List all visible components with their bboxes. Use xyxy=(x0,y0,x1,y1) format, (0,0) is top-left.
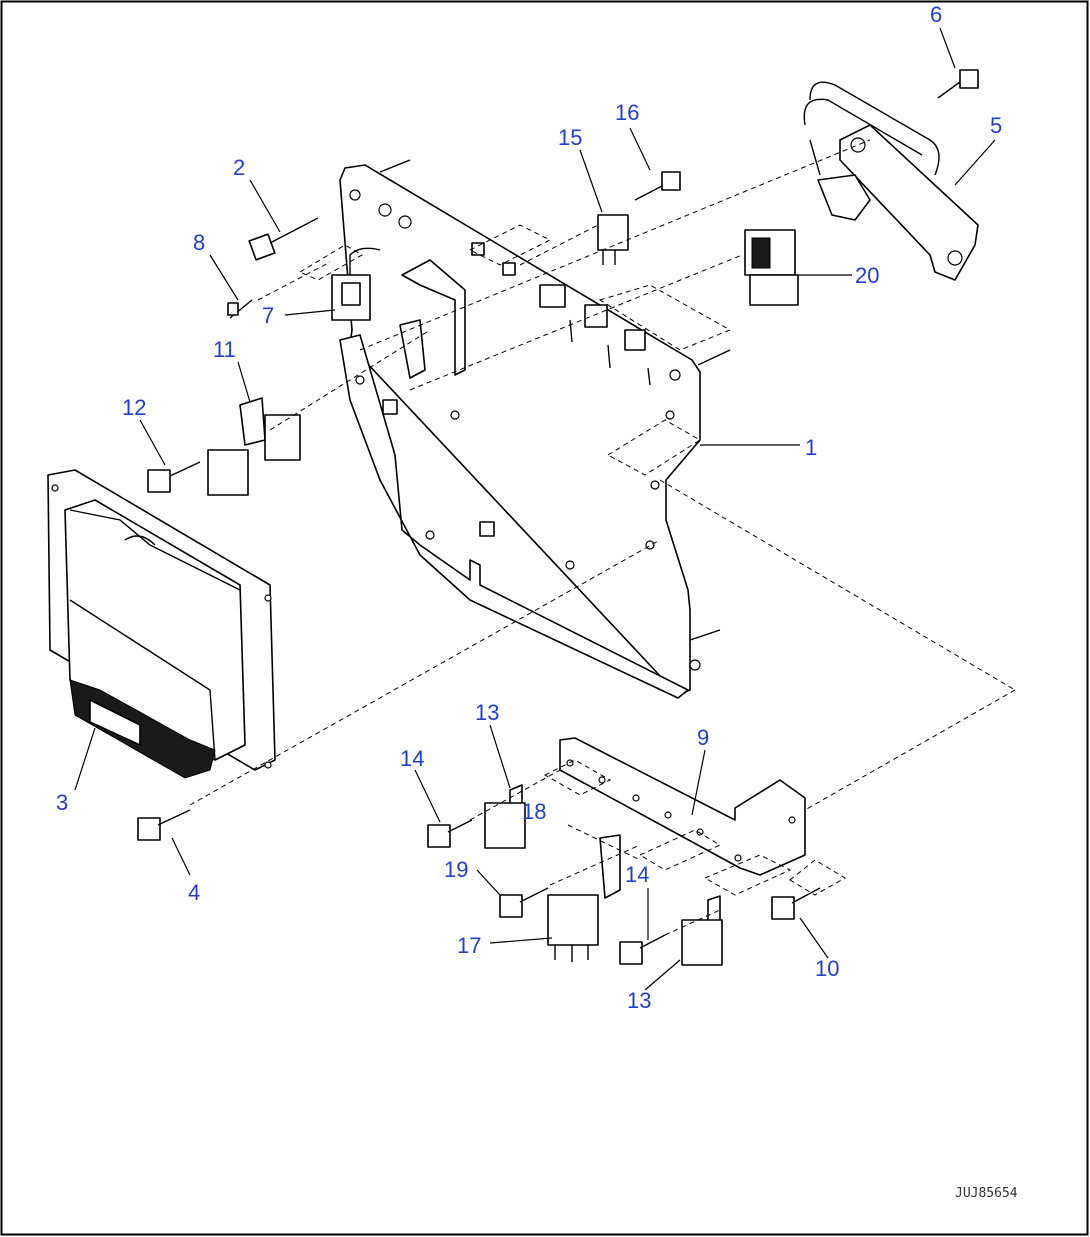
bolt-14-lower xyxy=(619,934,666,965)
callout-label: 12 xyxy=(122,395,146,420)
handle-bracket xyxy=(803,81,979,281)
bolt-16 xyxy=(634,171,681,201)
callout-label: 15 xyxy=(558,125,582,150)
bolt-19 xyxy=(499,887,549,918)
relay-18 xyxy=(484,784,526,849)
bolt-4 xyxy=(137,809,191,841)
callout-labels: 1 2 3 4 5 6 7 8 9 10 11 12 13 13 14 14 1… xyxy=(56,2,1002,1013)
leader-lines xyxy=(74,27,996,991)
callout-label: 14 xyxy=(625,862,649,887)
callout-label: 14 xyxy=(400,746,424,771)
controller-unit xyxy=(47,469,276,779)
bolt-12 xyxy=(147,461,201,493)
callout-label: 9 xyxy=(697,725,709,750)
callout-label: 11 xyxy=(213,337,236,362)
callout-label: 19 xyxy=(444,857,468,882)
callout-label: 1 xyxy=(805,435,817,460)
callout-label: 6 xyxy=(930,2,942,27)
callout-label: 7 xyxy=(262,303,274,328)
callout-label: 17 xyxy=(457,933,481,958)
callout-label: 18 xyxy=(522,799,546,824)
bolt-2 xyxy=(248,217,319,261)
callout-label: 4 xyxy=(188,880,200,905)
relay-7 xyxy=(331,247,381,321)
callout-label: 5 xyxy=(990,113,1002,138)
bolt-6 xyxy=(937,69,979,99)
mounting-plate xyxy=(339,159,731,699)
callout-label: 3 xyxy=(56,790,68,815)
bolt-8 xyxy=(227,299,253,319)
drawing-code: JUJ85654 xyxy=(955,1186,1018,1201)
bracket-19 xyxy=(599,834,621,899)
relay-15 xyxy=(597,214,629,265)
callout-label: 2 xyxy=(233,155,245,180)
assembly-lines xyxy=(189,139,1016,936)
relay-17 xyxy=(547,894,599,962)
bolt-10 xyxy=(771,887,821,920)
relay-11 xyxy=(207,397,301,496)
callout-label: 13 xyxy=(475,700,499,725)
bolt-14-upper xyxy=(427,819,473,848)
relay-13-lower xyxy=(681,895,723,966)
lower-bracket xyxy=(559,737,806,876)
callout-label: 16 xyxy=(615,100,639,125)
callout-label: 8 xyxy=(193,230,205,255)
callout-label: 13 xyxy=(627,988,651,1013)
callout-label: 20 xyxy=(855,263,879,288)
callout-label: 10 xyxy=(815,956,839,981)
connector-20 xyxy=(744,229,799,306)
